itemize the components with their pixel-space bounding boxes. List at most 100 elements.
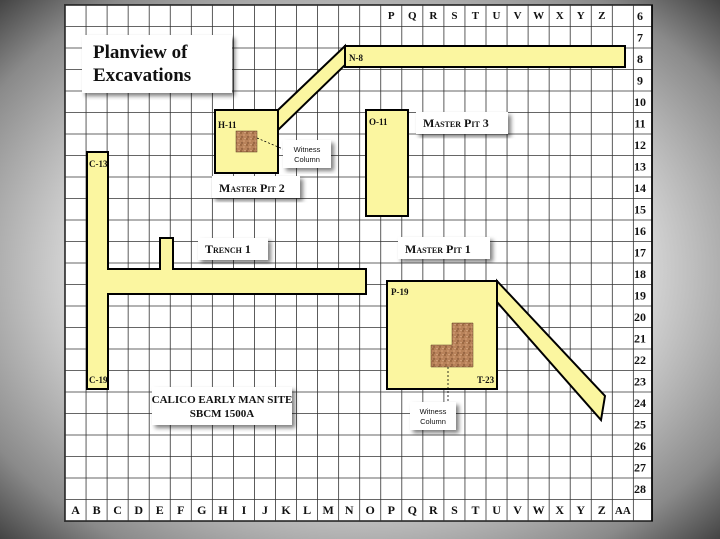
master-pit-2-label: Master Pit 2	[212, 176, 300, 198]
column-label-bottom: D	[134, 503, 143, 517]
column-label-bottom: M	[322, 503, 333, 517]
row-label: 8	[637, 52, 643, 66]
corner-code-c19: C-19	[89, 375, 108, 385]
row-label: 23	[634, 375, 646, 389]
column-label-bottom: U	[492, 503, 501, 517]
row-label: 20	[634, 310, 646, 324]
witness-column-upper-label: Witness Column	[256, 137, 331, 168]
witness-column-upper-icon	[235, 130, 258, 153]
column-label-top: P	[388, 10, 395, 22]
site-line-2: SBCM 1500A	[190, 408, 255, 420]
trench-1-label: Trench 1	[198, 238, 268, 260]
row-label: 10	[634, 95, 646, 109]
column-label-bottom: R	[429, 503, 438, 517]
master-pit-1-label: Master Pit 1	[398, 237, 490, 259]
title-box: Planview of Excavations	[82, 35, 232, 93]
witness-upper-line-1: Witness	[294, 145, 321, 154]
row-label: 15	[634, 203, 646, 217]
column-label-bottom: P	[388, 503, 395, 517]
column-label-top: W	[533, 10, 544, 22]
column-label-bottom: X	[555, 503, 564, 517]
master-pit-2-label-text: Master Pit 2	[219, 181, 285, 195]
witness-column-lower-label: Witness Column	[410, 367, 456, 430]
column-label-bottom: G	[197, 503, 206, 517]
column-label-top: V	[514, 10, 522, 22]
column-label-bottom: K	[281, 503, 291, 517]
witness-upper-line-2: Column	[294, 155, 320, 164]
row-label: 13	[634, 160, 646, 174]
column-label-bottom: AA	[615, 505, 631, 517]
master-pit-3-label: Master Pit 3	[416, 112, 508, 134]
column-label-top: Z	[598, 10, 605, 22]
row-label: 27	[634, 461, 646, 475]
site-line-1: CALICO EARLY MAN SITE	[152, 394, 293, 406]
corner-code-o11: O-11	[369, 117, 388, 127]
column-label-top: R	[429, 10, 438, 22]
column-label-bottom: Q	[408, 503, 417, 517]
column-label-bottom: Y	[576, 503, 585, 517]
master-pit-3	[365, 109, 409, 217]
column-label-top: U	[493, 10, 501, 22]
row-label: 21	[634, 332, 646, 346]
column-label-bottom: I	[242, 503, 247, 517]
row-label: 9	[637, 74, 643, 88]
column-label-bottom: S	[451, 503, 458, 517]
excavation-n8-strip	[344, 45, 626, 68]
column-label-bottom: T	[471, 503, 479, 517]
title-line-1: Planview of	[93, 42, 188, 63]
column-label-top: Q	[408, 10, 417, 22]
title-line-2: Excavations	[93, 65, 191, 86]
column-label-bottom: H	[218, 503, 228, 517]
witness-lower-line-1: Witness	[420, 407, 447, 416]
row-label: 17	[634, 246, 646, 260]
excavations	[86, 43, 626, 423]
row-label: 25	[634, 418, 646, 432]
witness-column-lower-icon	[430, 322, 474, 368]
column-label-bottom: A	[71, 503, 80, 517]
column-label-bottom: O	[366, 503, 375, 517]
master-pit-1-label-text: Master Pit 1	[405, 242, 471, 256]
column-label-bottom: N	[345, 503, 354, 517]
row-label: 7	[637, 31, 643, 45]
grid-lines	[64, 4, 653, 522]
column-label-bottom: Z	[598, 503, 606, 517]
column-label-bottom: W	[533, 503, 545, 517]
column-label-bottom: B	[93, 503, 101, 517]
site-label: CALICO EARLY MAN SITE SBCM 1500A	[152, 387, 293, 425]
master-pit-1	[386, 280, 498, 390]
row-label: 14	[634, 181, 646, 195]
row-label: 22	[634, 353, 646, 367]
master-pit-3-label-text: Master Pit 3	[423, 116, 489, 130]
row-label: 11	[634, 117, 645, 131]
column-label-bottom: J	[262, 503, 268, 517]
column-label-top: T	[472, 10, 480, 22]
row-label: 19	[634, 289, 646, 303]
trench-1-label-text: Trench 1	[205, 242, 251, 256]
row-label: 28	[634, 482, 646, 496]
row-label: 18	[634, 267, 646, 281]
corner-code-p19: P-19	[391, 287, 409, 297]
row-labels: 6 7 8 9 10 11 12 13 14 15 16 17 18 19 20 21 22 23 24 25 26 27…	[634, 9, 646, 496]
column-label-top: X	[556, 10, 564, 22]
row-label: 12	[634, 138, 646, 152]
column-label-bottom: E	[156, 503, 164, 517]
column-label-bottom: C	[113, 503, 122, 517]
trench-1	[86, 151, 367, 390]
row-label: 16	[634, 224, 646, 238]
corner-code-h11: H-11	[218, 120, 237, 130]
column-label-top: S	[451, 10, 457, 22]
corner-code-n8: N-8	[349, 53, 363, 63]
row-label: 26	[634, 439, 646, 453]
column-label-top: Y	[577, 10, 585, 22]
excavation-diagonal-connector-lower	[496, 278, 607, 423]
column-label-bottom: F	[177, 503, 184, 517]
corner-code-c13: C-13	[89, 159, 108, 169]
corner-code-t23: T-23	[477, 375, 495, 385]
row-label: 6	[637, 9, 643, 23]
row-label: 24	[634, 396, 646, 410]
column-label-bottom: L	[303, 503, 311, 517]
witness-lower-line-2: Column	[420, 417, 446, 426]
